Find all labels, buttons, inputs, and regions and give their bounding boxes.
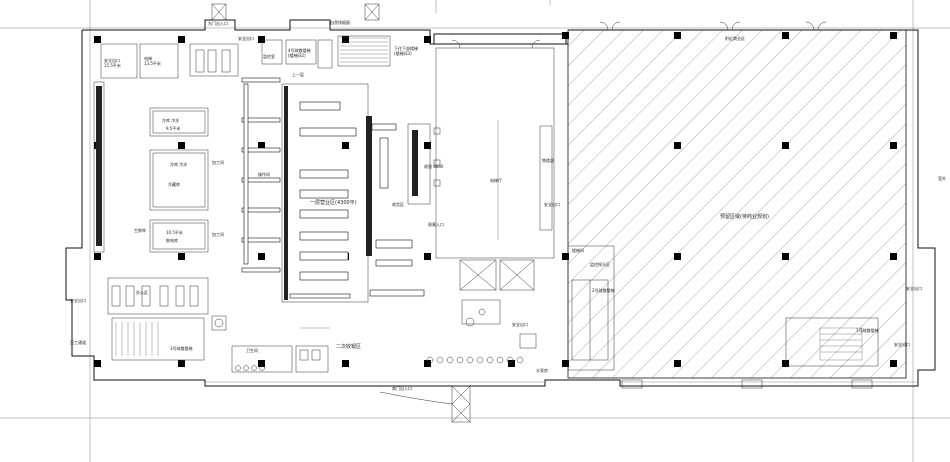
cold-storage (93, 81, 209, 253)
label-safety-right-mid: 安全出口 (906, 285, 922, 291)
label-right-edge: 室外 (938, 175, 946, 181)
columns (94, 32, 897, 367)
label-cold-store-2b: 10.5平米 (166, 229, 183, 235)
elevators (459, 259, 535, 291)
label-exit-2: 安全出口 (544, 201, 560, 207)
stair-top (337, 35, 391, 67)
label-cold-store-1: 冷库 冷冻 (162, 117, 179, 123)
label-office: 办公区 (136, 289, 148, 295)
label-safety-top: 安全出口 (238, 35, 254, 41)
label-entry: 顾客入口 (428, 221, 444, 227)
top-left-rooms (100, 39, 333, 79)
label-prep-2: 加工间 (212, 231, 224, 237)
label-sale-room: 售楼部 (542, 157, 554, 163)
label-stair-down: 下往下部楼梯(楼梯间3) (394, 45, 418, 56)
label-reserve-right: 预留区域(待商业规划) (720, 213, 769, 220)
label-main-sales: 一层营业区(4300平) (310, 199, 357, 206)
bottom-windows (205, 379, 918, 389)
label-prep-3: 操作间 (258, 171, 270, 177)
label-top-exit-left: 东门出入口 (208, 20, 228, 26)
labels: 东门出入口 自然排烟窗 安全出口 监控室 4号疏散楼梯(楼梯间2) 上一层 下往… (70, 19, 946, 391)
right-stairs (567, 245, 879, 371)
bottom-center (231, 299, 537, 373)
label-cashier-zone: 二次收银区 (336, 343, 361, 350)
label-storage-2: 冷藏库 (168, 181, 180, 187)
label-receiving: 收货区 (392, 201, 404, 207)
label-storage-1: 生鲜库 (134, 227, 146, 233)
left-shelves (241, 77, 281, 273)
label-elevator-hall: 电梯厅 (490, 177, 502, 183)
label-pump: 水泵房 (536, 367, 548, 373)
label-top-escalator: 自然排烟窗 (330, 19, 350, 25)
top-exits (211, 3, 827, 49)
bottom-left-rooms (107, 277, 227, 361)
label-safety-left-bottom: 安全出口 (70, 297, 86, 303)
label-stair-room: 楼梯间 (572, 247, 584, 253)
label-cctv-right: 监控探头区 (590, 261, 610, 267)
label-storage-3: 鲜肉库 (166, 237, 178, 243)
label-safety-bottom-mid: 安全出口 (512, 321, 528, 327)
label-security-room: 监控室 (263, 53, 275, 59)
label-cold-store-1b: 9.5平米 (166, 125, 180, 131)
label-stair-2: 2号疏散楼梯 (592, 287, 615, 293)
label-stair-1: 1号疏散楼梯 (856, 327, 879, 333)
entry-zone (433, 47, 555, 259)
bottom-exit (379, 385, 471, 423)
label-cold-store-2: 冷库 冷冻 (170, 161, 187, 167)
label-staff: 员工通道 (70, 339, 86, 345)
label-up-floor: 上一层 (292, 71, 304, 77)
label-bottom-exit: 南门出入口 (392, 385, 412, 391)
label-cashier: 收银 8000 (424, 163, 444, 169)
label-empty-right: 附近商业区 (725, 35, 745, 41)
main-sales-area (281, 83, 431, 303)
label-stair-4: 4号疏散楼梯(楼梯间2) (288, 47, 311, 58)
label-safety-right: 安全出口 (894, 341, 910, 347)
label-prep-1: 加工间 (212, 159, 224, 165)
label-stair-left: 3号疏散楼梯 (170, 345, 193, 351)
label-toilet: 卫生间 (246, 347, 258, 353)
reserve-hatched-area (567, 29, 907, 379)
